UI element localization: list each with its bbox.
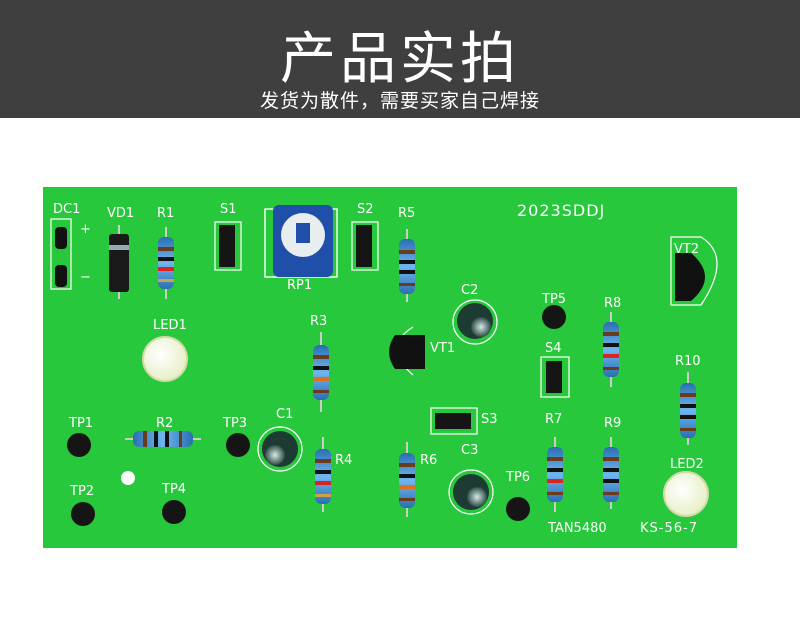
label-r10: R10 [675,354,701,369]
page-subtitle: 发货为散件，需要买家自己焊接 [259,90,540,112]
label-rp1: RP1 [287,278,313,293]
label-led2: LED2 [670,457,704,472]
label-s2: S2 [357,202,374,217]
label-tp6: TP6 [506,470,531,485]
label-vt2: VT2 [674,242,700,257]
label-r4: R4 [335,453,353,468]
tp1-testpoint [67,433,91,457]
led1 [142,336,188,382]
label-r8: R8 [604,296,622,311]
s1-header [219,225,235,267]
label-vt1: VT1 [430,341,456,356]
label-tp3: TP3 [223,416,248,431]
label-r7: R7 [545,412,563,427]
resistor-r6 [399,442,415,517]
label-c3: C3 [461,443,479,458]
resistor-r7 [547,437,563,512]
s3-header [435,413,471,429]
label-r5: R5 [398,206,416,221]
resistor-r4 [315,437,331,512]
resistor-r3 [313,332,329,412]
led-marking: KS-56-7 [640,521,698,536]
label-plus: + [80,222,91,237]
dc1-pin-top [55,227,67,249]
label-r3: R3 [310,314,328,329]
resistor-r10 [680,372,696,445]
label-c1: C1 [276,407,294,422]
resistor-r8 [603,312,619,387]
vt1-transistor [389,335,425,369]
dc1-pin-bottom [55,265,67,287]
vt2-transistor [675,253,705,301]
s2-header [356,225,372,267]
label-minus: − [80,270,91,285]
label-r9: R9 [604,416,622,431]
label-tp1: TP1 [69,416,94,431]
led2 [663,471,709,517]
tp3-testpoint [226,433,250,457]
label-led1: LED1 [153,318,187,333]
label-r6: R6 [420,453,438,468]
circuit-board-photo: DC1 + − VD1 R1 S1 S2 R5 2023SDDJ RP1 VT2… [43,187,737,548]
resistor-r1 [158,227,174,299]
tp5-testpoint [542,305,566,329]
tp4-testpoint [162,500,186,524]
s4-header [546,361,562,393]
label-c2: C2 [461,283,479,298]
label-s4: S4 [545,341,562,356]
circuit-board-drawing [50,205,718,526]
board-model-marking: 2023SDDJ [517,201,606,220]
label-tp2: TP2 [70,484,95,499]
tp6-testpoint [506,497,530,521]
label-r2: R2 [156,416,174,431]
vd1-diode [109,234,129,292]
label-s3: S3 [481,412,498,427]
label-tp5: TP5 [542,292,567,307]
label-dc1: DC1 [53,202,81,217]
resistor-r2 [125,431,201,447]
label-s1: S1 [220,202,237,217]
tp2-testpoint [71,502,95,526]
dc1-outline [50,218,72,290]
label-tp4: TP4 [162,482,187,497]
mounting-hole [121,471,135,485]
label-vd1: VD1 [107,206,135,221]
resistor-r5 [399,229,415,302]
chip-marking: TAN5480 [548,521,607,536]
header-banner: 产品实拍 发货为散件，需要买家自己焊接 [0,0,800,118]
page-title: 产品实拍 [280,27,520,92]
resistor-r9 [603,437,619,509]
label-r1: R1 [157,206,175,221]
